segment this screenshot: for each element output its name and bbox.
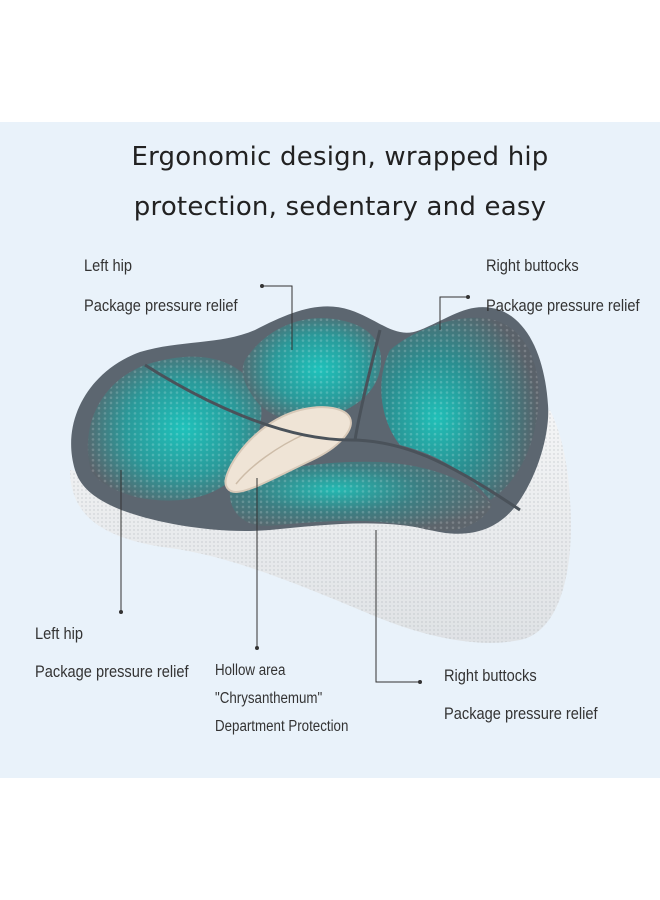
left-hip-top-desc: Package pressure relief <box>84 296 238 315</box>
left-hip-bottom-desc: Package pressure relief <box>35 662 189 681</box>
leader-right-buttocks-bottom <box>375 530 420 683</box>
leader-left-hip-top <box>262 285 293 350</box>
hollow-area-line-2: "Chrysanthemum" <box>215 690 323 707</box>
right-buttocks-top-desc: Package pressure relief <box>486 296 640 315</box>
right-buttocks-bottom-title: Right buttocks <box>444 666 537 685</box>
hollow-area <box>224 406 352 494</box>
hollow-area-line-3: Department Protection <box>215 718 349 735</box>
hollow-area-line-1: Hollow area <box>215 662 286 679</box>
right-buttocks-top-title: Right buttocks <box>486 256 579 275</box>
left-hip-bottom-title: Left hip <box>35 624 83 643</box>
right-buttocks-bottom-desc: Package pressure relief <box>444 704 598 723</box>
headline-line-1: Ergonomic design, wrapped hip <box>131 142 549 172</box>
left-hip-top-title: Left hip <box>84 256 132 275</box>
leader-right-buttocks-top <box>439 296 468 330</box>
headline-line-2: protection, sedentary and easy <box>133 192 547 222</box>
